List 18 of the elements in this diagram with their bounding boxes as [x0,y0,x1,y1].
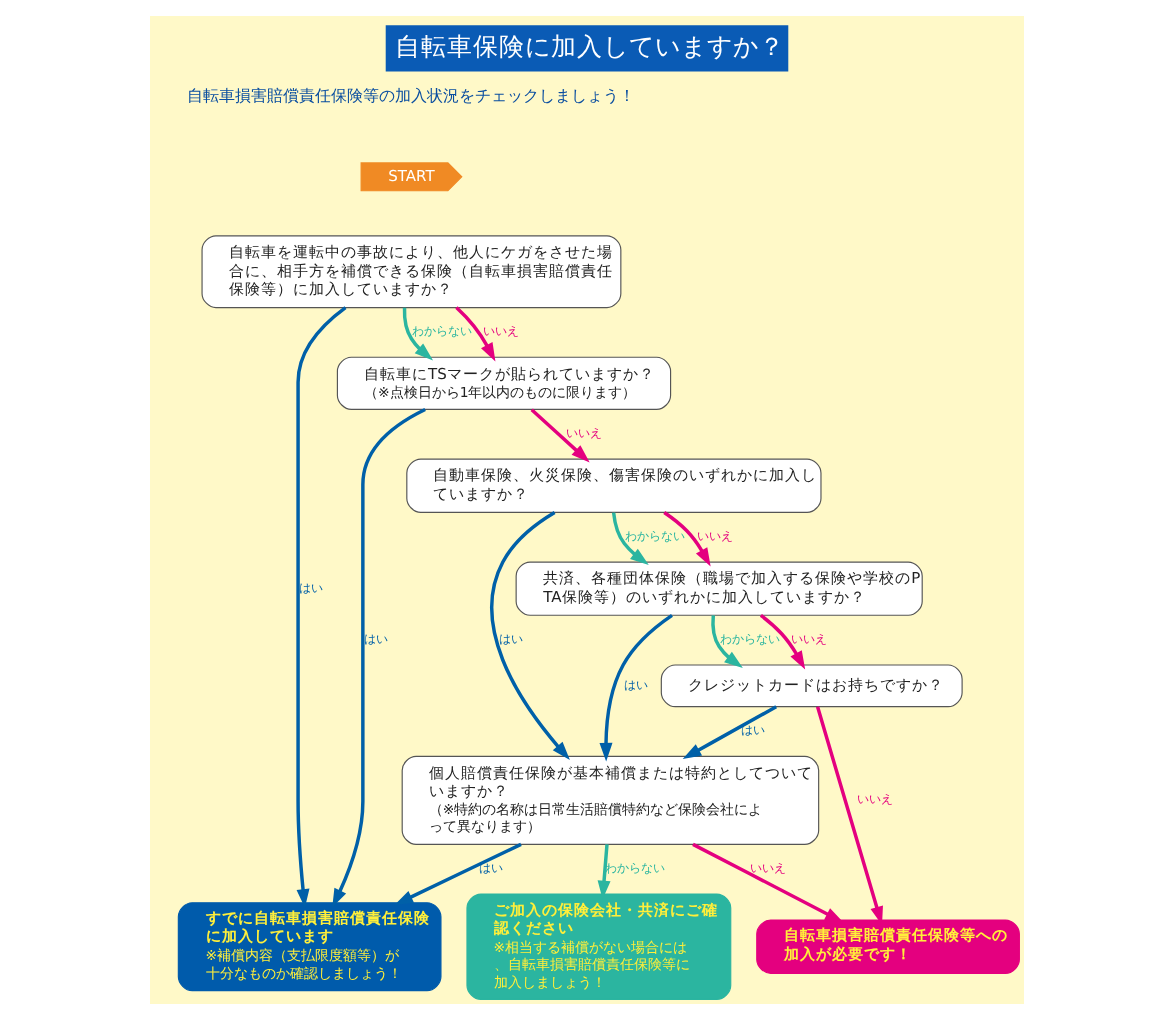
arrow [332,407,426,908]
arrow [682,705,778,759]
arrow [599,613,673,762]
arrow [402,307,434,361]
arrow [815,706,883,926]
arrow [530,408,590,463]
arrow [611,512,649,565]
arrow [663,511,711,567]
arrow [490,510,570,760]
arrow [455,306,496,362]
arrow [692,842,844,923]
label: 自転車損害賠償責任保険等の加入状況をチェックしましょう！ [187,85,636,106]
arrow [296,306,347,908]
arrow [394,842,522,905]
arrow [759,614,806,670]
arrow [597,844,611,900]
arrow [711,615,743,669]
diagram-title: 自転車保険に加入していますか？ [394,30,785,61]
